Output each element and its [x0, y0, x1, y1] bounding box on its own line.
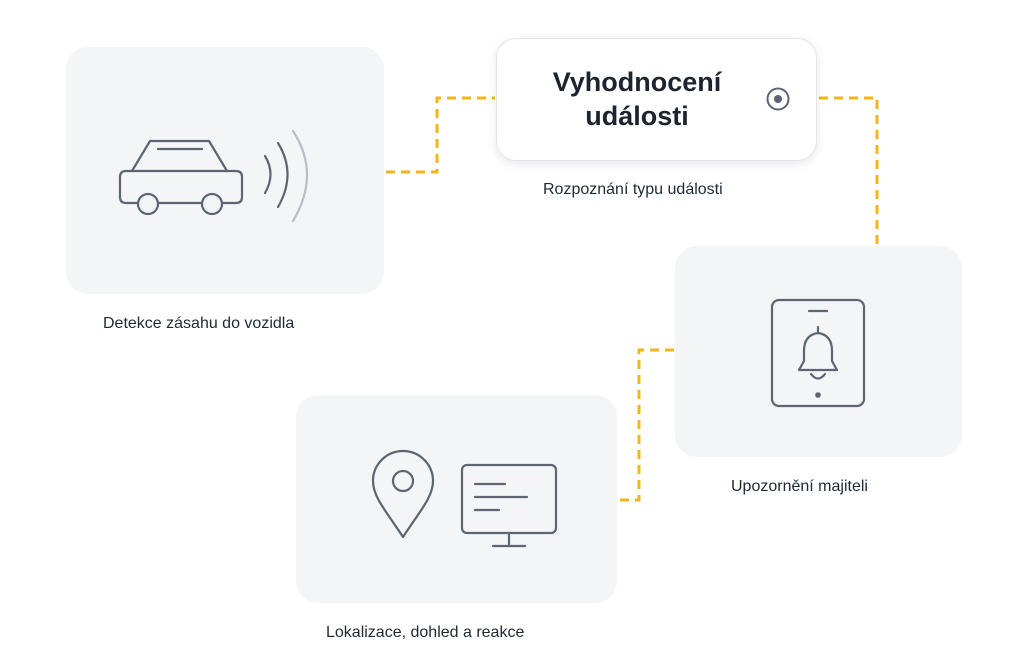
step-caption-locate: Lokalizace, dohled a reakce	[326, 624, 525, 641]
connector-eval-to-notify	[819, 96, 879, 245]
tablet-bell-icon	[770, 298, 866, 408]
connector-detect-to-eval	[386, 96, 495, 174]
step-card-evaluate: Vyhodnocení události	[496, 38, 817, 161]
radio-dot-icon	[766, 87, 790, 111]
step-title-evaluate: Vyhodnocení události	[552, 67, 722, 131]
monitor-icon	[460, 463, 558, 548]
map-pin-icon	[371, 449, 435, 539]
step-caption-detect: Detekce zásahu do vozidla	[103, 315, 295, 332]
step-card-locate	[296, 395, 617, 603]
step-caption-notify: Upozornění majiteli	[731, 478, 868, 495]
car-signal-icon	[118, 129, 308, 223]
connector-notify-to-locate	[618, 348, 674, 502]
step-caption-evaluate: Rozpoznání typu události	[543, 181, 723, 198]
step-card-notify	[675, 246, 962, 457]
